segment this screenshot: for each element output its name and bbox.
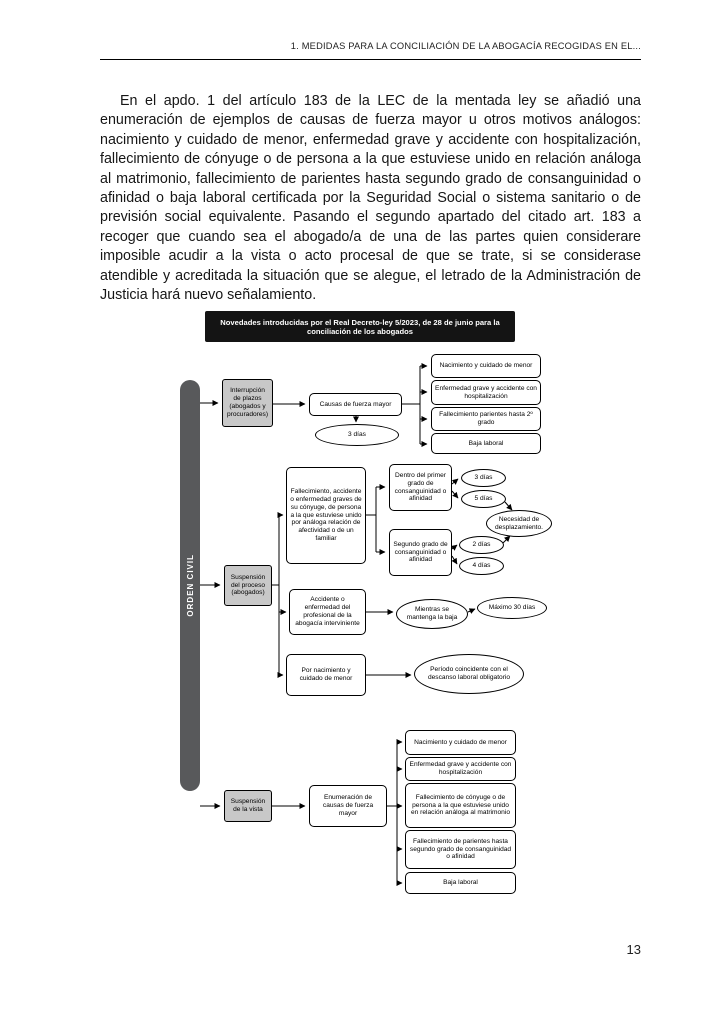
orden-civil-label: ORDEN CIVIL xyxy=(185,554,195,617)
node-enfermedad-grave: Enfermedad grave y accidente con hospita… xyxy=(431,380,541,405)
node-baja-laboral: Baja laboral xyxy=(431,433,541,454)
node-segundo-grado: Segundo grado de consanguinidad o afinid… xyxy=(389,529,452,576)
node-periodo-descanso: Período coincidente con el descanso labo… xyxy=(414,654,524,694)
node-necesidad-desplazamiento: Necesidad de desplazamiento. xyxy=(486,510,552,537)
diagram-title: Novedades introducidas por el Real Decre… xyxy=(205,311,515,342)
node-interrupcion-plazos: Interrupción de plazos (abogados y procu… xyxy=(222,379,273,427)
node-3-dias-interrupcion: 3 días xyxy=(315,424,399,446)
node-nacimiento-menor: Nacimiento y cuidado de menor xyxy=(431,354,541,378)
node-enumeracion-causas: Enumeración de causas de fuerza mayor xyxy=(309,785,387,827)
node-suspension-vista: Suspensión de la vista xyxy=(224,790,272,822)
node-causas-fuerza-mayor: Causas de fuerza mayor xyxy=(309,393,402,416)
node-segundo-4-dias: 4 días xyxy=(459,557,504,575)
node-maximo-30-dias: Máximo 30 días xyxy=(477,597,547,619)
node-primer-grado: Dentro del primer grado de consanguinida… xyxy=(389,464,452,511)
node-primer-5-dias: 5 días xyxy=(461,490,506,508)
running-header: 1. MEDIDAS PARA LA CONCILIACIÓN DE LA AB… xyxy=(290,41,641,51)
node-vista-nacimiento: Nacimiento y cuidado de menor xyxy=(405,730,516,755)
node-vista-baja-laboral: Baja laboral xyxy=(405,872,516,894)
node-vista-fallecimiento-conyuge: Fallecimiento de cónyuge o de persona a … xyxy=(405,783,516,828)
node-mientras-baja: Mientras se mantenga la baja xyxy=(396,599,468,629)
node-accidente-profesional: Accidente o enfermedad del profesional d… xyxy=(289,589,366,635)
node-vista-fallecimiento-parientes: Fallecimiento de parientes hasta segundo… xyxy=(405,830,516,869)
node-segundo-2-dias: 2 días xyxy=(459,536,504,554)
node-primer-3-dias: 3 días xyxy=(461,469,506,487)
body-paragraph: En el apdo. 1 del artículo 183 de la LEC… xyxy=(100,93,641,304)
node-vista-enfermedad: Enfermedad grave y accidente con hospita… xyxy=(405,757,516,781)
page-number: 13 xyxy=(626,942,641,957)
orden-civil-spine: ORDEN CIVIL xyxy=(180,380,200,791)
header-rule xyxy=(100,59,641,60)
node-por-nacimiento: Por nacimiento y cuidado de menor xyxy=(286,654,366,696)
node-fallecimiento-familiar: Fallecimiento, accidente o enfermedad gr… xyxy=(286,467,366,564)
node-fallecimiento-parientes: Fallecimiento parientes hasta 2º grado xyxy=(431,407,541,431)
node-suspension-proceso: Suspensión del proceso (abogados) xyxy=(224,565,272,606)
